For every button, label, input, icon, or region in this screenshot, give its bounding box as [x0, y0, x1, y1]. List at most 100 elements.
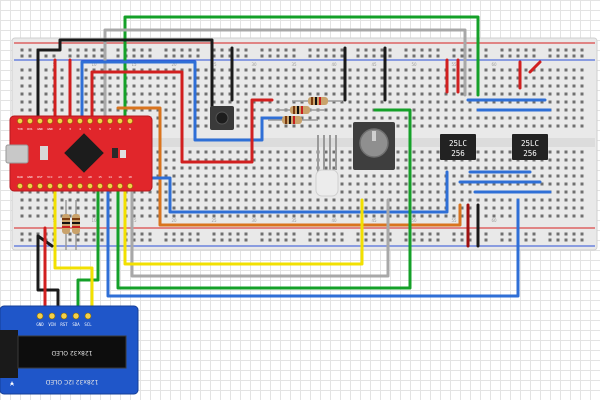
breadboard-hole: [300, 198, 304, 202]
breadboard-hole: [300, 124, 304, 128]
breadboard-hole: [300, 116, 304, 120]
pin-pad: [107, 183, 113, 189]
breadboard-hole: [268, 214, 272, 218]
wire-orange: [116, 106, 462, 227]
breadboard-hole: [404, 76, 408, 80]
breadboard-hole: [492, 92, 496, 96]
breadboard-hole: [324, 48, 328, 52]
board-component: [120, 150, 126, 158]
breadboard-hole: [444, 116, 448, 120]
breadboard-hole: [580, 76, 584, 80]
breadboard-hole: [204, 198, 208, 202]
breadboard-hole: [564, 48, 568, 52]
breadboard-hole: [332, 108, 336, 112]
breadboard-hole: [460, 108, 464, 112]
breadboard-hole: [436, 238, 440, 242]
breadboard-hole: [316, 238, 320, 242]
breadboard-hole: [532, 124, 536, 128]
pin-label: 10: [128, 175, 132, 179]
breadboard-hole: [116, 84, 120, 88]
breadboard-hole: [164, 174, 168, 178]
breadboard-hole: [188, 158, 192, 162]
breadboard-hole: [324, 158, 328, 162]
breadboard-hole: [196, 206, 200, 210]
breadboard-hole: [548, 48, 552, 52]
pin-label: 3: [69, 127, 71, 131]
breadboard-hole: [212, 238, 216, 242]
breadboard-column-number: 35: [291, 218, 297, 223]
breadboard-hole: [292, 54, 296, 58]
oled-screen: [17, 335, 127, 369]
breadboard-hole: [60, 68, 64, 72]
breadboard-hole: [508, 116, 512, 120]
breadboard-hole: [332, 238, 336, 242]
wire-black-oled: [36, 234, 60, 320]
breadboard-hole: [84, 84, 88, 88]
breadboard-hole: [404, 198, 408, 202]
breadboard-hole: [196, 84, 200, 88]
breadboard-hole: [140, 198, 144, 202]
jumper-bars: [458, 98, 552, 194]
breadboard-hole: [252, 84, 256, 88]
breadboard-hole: [556, 206, 560, 210]
breadboard-hole: [508, 124, 512, 128]
breadboard-hole: [548, 54, 552, 58]
breadboard-hole: [476, 116, 480, 120]
breadboard-hole: [244, 116, 248, 120]
breadboard-hole: [260, 108, 264, 112]
breadboard-hole: [436, 232, 440, 236]
breadboard-hole: [84, 100, 88, 104]
breadboard-hole: [388, 100, 392, 104]
breadboard-hole: [580, 214, 584, 218]
breadboard-hole: [252, 108, 256, 112]
breadboard-hole: [44, 198, 48, 202]
breadboard-hole: [268, 124, 272, 128]
breadboard-hole: [500, 182, 504, 186]
breadboard-hole: [572, 48, 576, 52]
breadboard-hole: [476, 198, 480, 202]
breadboard-hole: [420, 124, 424, 128]
breadboard-hole: [468, 84, 472, 88]
breadboard-hole: [388, 54, 392, 58]
breadboard-hole: [348, 198, 352, 202]
breadboard-hole: [364, 116, 368, 120]
breadboard-hole: [564, 68, 568, 72]
breadboard-hole: [276, 238, 280, 242]
breadboard-hole: [220, 100, 224, 104]
breadboard-hole: [212, 198, 216, 202]
breadboard-hole: [580, 150, 584, 154]
breadboard-hole: [100, 48, 104, 52]
breadboard-hole: [572, 190, 576, 194]
breadboard-hole: [452, 54, 456, 58]
breadboard-hole: [540, 68, 544, 72]
breadboard-hole: [76, 54, 80, 58]
breadboard-hole: [20, 92, 24, 96]
breadboard-hole: [412, 76, 416, 80]
pin-label: 8: [119, 127, 121, 131]
breadboard-hole: [188, 76, 192, 80]
breadboard-hole: [420, 174, 424, 178]
breadboard-hole: [228, 174, 232, 178]
breadboard-hole: [140, 232, 144, 236]
breadboard-hole: [276, 190, 280, 194]
breadboard-hole: [484, 232, 488, 236]
breadboard-hole: [148, 198, 152, 202]
breadboard-hole: [308, 54, 312, 58]
pin-label: RST: [37, 175, 43, 179]
breadboard-hole: [284, 84, 288, 88]
breadboard-hole: [172, 150, 176, 154]
breadboard-hole: [108, 100, 112, 104]
breadboard-hole: [308, 206, 312, 210]
breadboard-hole: [532, 84, 536, 88]
pin-label: GND: [47, 127, 53, 131]
breadboard-hole: [468, 206, 472, 210]
breadboard-hole: [148, 206, 152, 210]
breadboard-hole: [188, 124, 192, 128]
breadboard-hole: [236, 48, 240, 52]
breadboard-hole: [220, 68, 224, 72]
breadboard-hole: [76, 238, 80, 242]
breadboard-hole: [164, 68, 168, 72]
breadboard-hole: [460, 124, 464, 128]
breadboard-hole: [532, 76, 536, 80]
breadboard-hole: [316, 198, 320, 202]
